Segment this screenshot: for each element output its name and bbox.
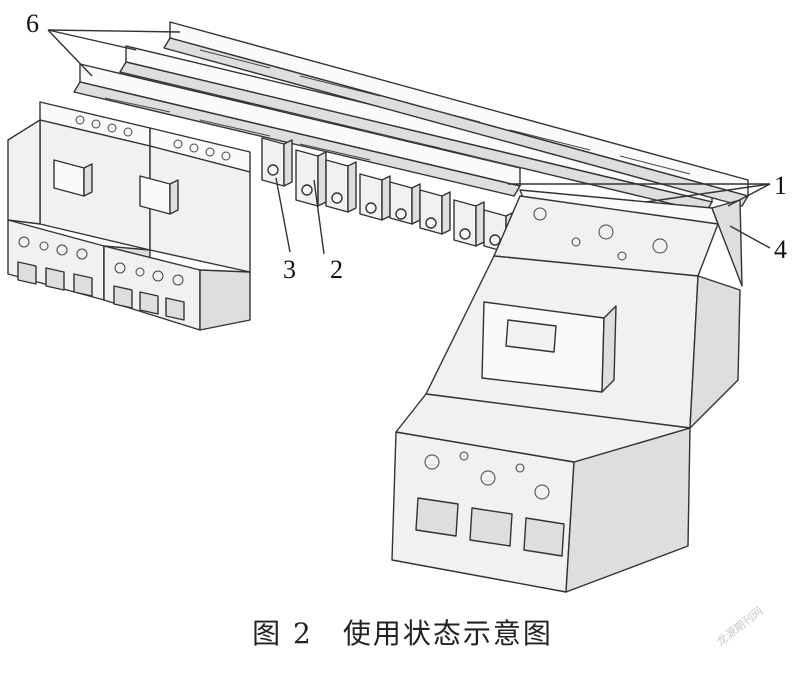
connector-tab [419,189,451,235]
figure-title: 使用状态示意图 [342,617,553,650]
connector-tab [453,199,485,247]
large-breaker [391,189,743,593]
leader-lines [47,29,771,255]
connector-hole [395,208,407,220]
plate-slots [104,49,691,175]
connector-tab [325,159,357,213]
connector-hole [365,202,377,214]
small-breaker-middle [103,127,251,331]
busbar-plate-stack [73,21,749,213]
connector-tab [295,149,327,207]
leader-4 [729,225,771,249]
leader-6b [47,29,137,51]
leader-3 [275,177,291,253]
connector-tab [261,137,293,187]
leader-6c [47,29,181,33]
connector-tab [389,181,421,225]
callout-label-2: 2 [330,255,343,284]
callout-label-6: 6 [26,9,39,38]
leader-1c [727,183,771,207]
callout-label-4: 4 [774,235,787,264]
connector-row [261,137,515,253]
connector-hole [425,217,437,229]
leader-2 [313,179,325,255]
leader-6a [47,29,93,77]
connector-hole [267,164,279,176]
connector-hole [459,228,471,240]
leader-1b [645,183,771,203]
connector-hole [301,184,313,196]
figure-number: 图 2 [252,617,313,650]
connector-hole [331,192,343,204]
figure-caption: 图 2 使用状态示意图 [0,612,805,652]
connector-tab [359,173,391,221]
connector-hole [489,234,501,246]
callout-label-1: 1 [774,171,787,200]
callout-label-3: 3 [283,255,296,284]
